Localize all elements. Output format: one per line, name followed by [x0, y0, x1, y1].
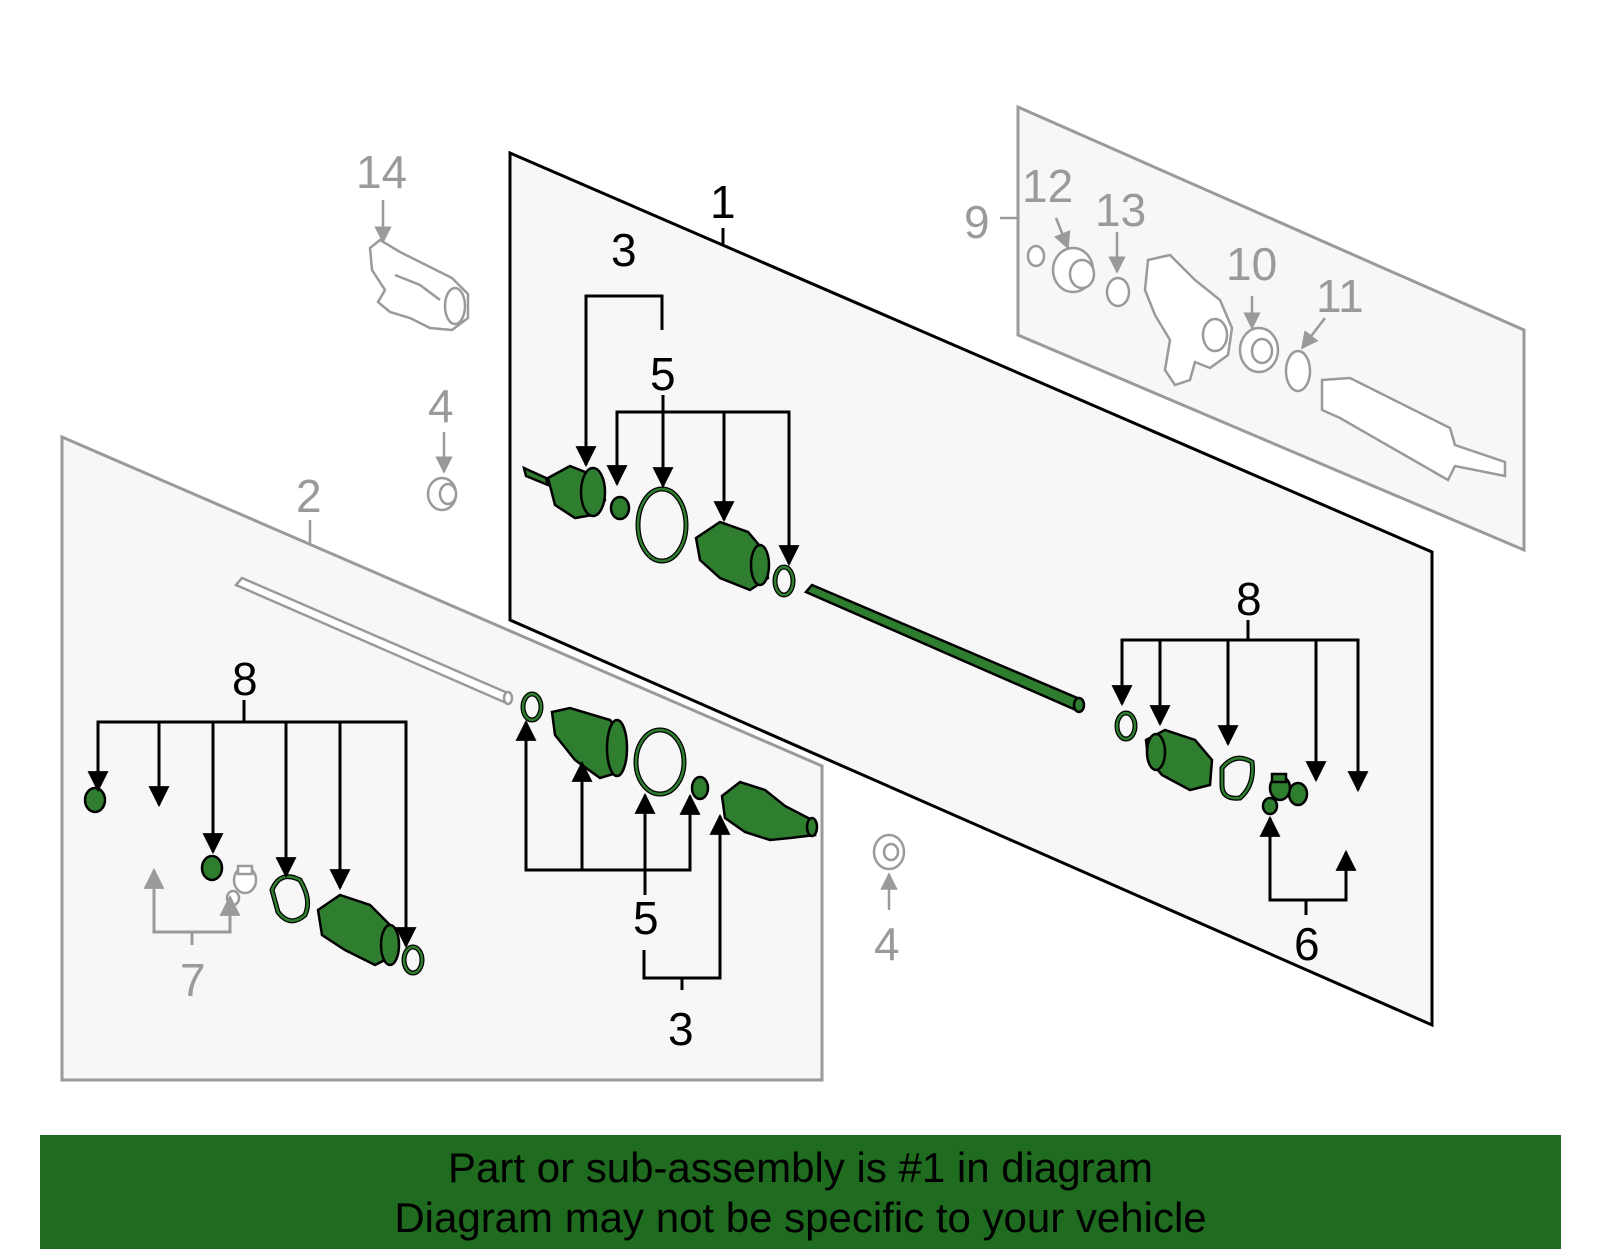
bracket-part-14 — [368, 238, 470, 332]
callout-3-top: 3 — [611, 224, 637, 276]
hub-parts-panel-9 — [1026, 244, 1507, 482]
leader-7 — [143, 867, 241, 945]
callout-4-lower: 4 — [874, 918, 900, 970]
banner-line-2: Diagram may not be specific to your vehi… — [394, 1194, 1207, 1241]
callout-12: 12 — [1022, 160, 1073, 212]
callout-2: 2 — [296, 470, 322, 522]
leader-6 — [1259, 815, 1357, 915]
callout-10: 10 — [1226, 238, 1277, 290]
callout-7: 7 — [180, 954, 206, 1006]
callout-14: 14 — [356, 146, 407, 198]
arrow-12 — [1054, 217, 1071, 250]
nut-part-4-upper — [426, 476, 458, 512]
leader-5-top — [606, 395, 800, 567]
callout-13: 13 — [1095, 184, 1146, 236]
callout-9: 9 — [964, 196, 990, 248]
leader-8-left — [87, 700, 417, 949]
assembly-1-green-parts — [522, 464, 1086, 714]
callout-8-right: 8 — [1236, 573, 1262, 625]
callout-8-left: 8 — [232, 653, 258, 705]
callout-5-bottom: 5 — [633, 892, 659, 944]
shaft-assembly-2 — [233, 576, 514, 706]
assembly-2-green-parts — [520, 691, 819, 842]
info-banner: Part or sub-assembly is #1 in diagram Di… — [40, 1135, 1561, 1249]
callout-6: 6 — [1294, 918, 1320, 970]
callout-11: 11 — [1316, 270, 1364, 322]
leader-8-right — [1111, 620, 1369, 793]
banner-line-1: Part or sub-assembly is #1 in diagram — [448, 1144, 1153, 1191]
callout-4-upper: 4 — [428, 380, 454, 432]
callout-5-top: 5 — [650, 348, 676, 400]
arrow-11 — [1300, 317, 1326, 350]
leader-5-bottom — [515, 719, 701, 895]
assembly-2-panel — [60, 434, 824, 1082]
leader-3-bottom — [642, 813, 731, 990]
tripod-part-6 — [1261, 772, 1292, 816]
callout-3-bottom: 3 — [668, 1003, 694, 1055]
nut-part-4-lower — [872, 833, 906, 871]
leader-3-top — [575, 294, 664, 468]
assembly-1-right-parts — [1114, 710, 1309, 807]
assembly-1-panel — [508, 150, 1434, 1028]
callout-1: 1 — [710, 176, 736, 228]
